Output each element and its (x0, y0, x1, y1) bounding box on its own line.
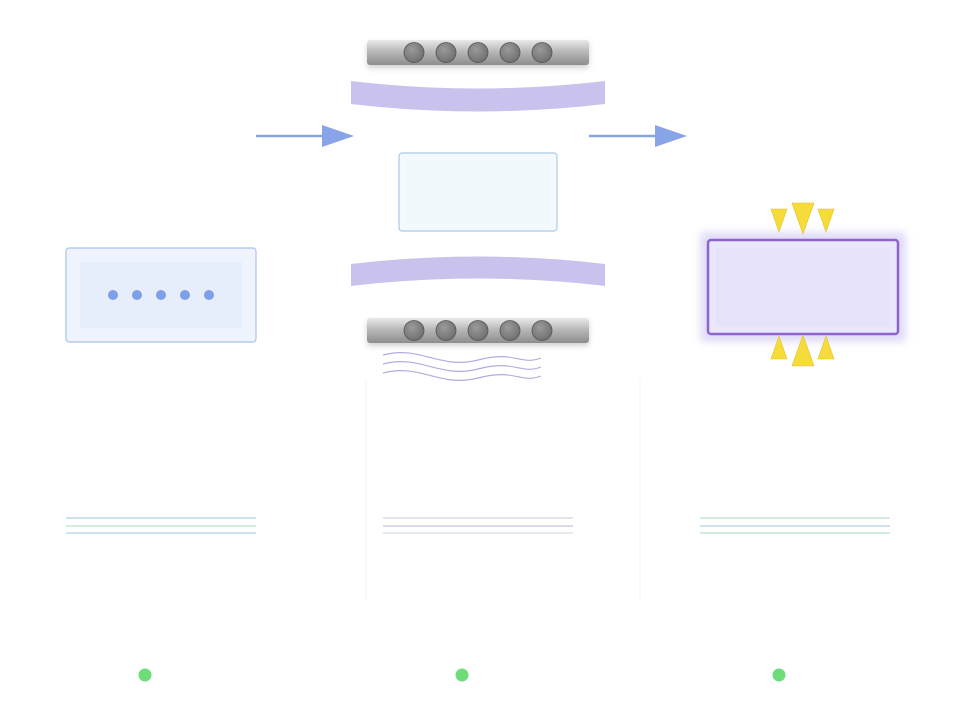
lightning-arrow-icon (770, 202, 835, 235)
arrow-right-icon (256, 125, 354, 147)
roller-ball (499, 42, 521, 63)
cured-sheet (700, 232, 906, 342)
lightning-arrow-icon (770, 334, 835, 367)
wave-icon (382, 351, 542, 382)
bottom-platen (351, 256, 605, 286)
status-dot-icon (138, 668, 152, 682)
stage-1-sheet (65, 247, 257, 343)
caption-lines-3 (700, 517, 890, 534)
status-dot-icon (772, 668, 786, 682)
roller-ball (467, 42, 489, 63)
bottom-roller (367, 318, 589, 343)
sheet-dot (204, 290, 214, 300)
caption-lines-2 (383, 517, 573, 534)
sheet-dot (180, 290, 190, 300)
roller-ball (467, 320, 489, 341)
roller-ball (499, 320, 521, 341)
caption-lines-1 (66, 517, 256, 534)
roller-ball (403, 42, 425, 63)
sheet-dot (156, 290, 166, 300)
roller-ball (531, 42, 553, 63)
roller-ball (531, 320, 553, 341)
top-platen (351, 81, 605, 112)
status-dot-icon (455, 668, 469, 682)
sheet-dot (108, 290, 118, 300)
top-roller (367, 40, 589, 65)
arrow-right-icon (589, 125, 687, 147)
roller-ball (435, 320, 457, 341)
roller-ball (435, 42, 457, 63)
roller-ball (403, 320, 425, 341)
sheet-dot (132, 290, 142, 300)
pressed-sheet (398, 152, 558, 232)
